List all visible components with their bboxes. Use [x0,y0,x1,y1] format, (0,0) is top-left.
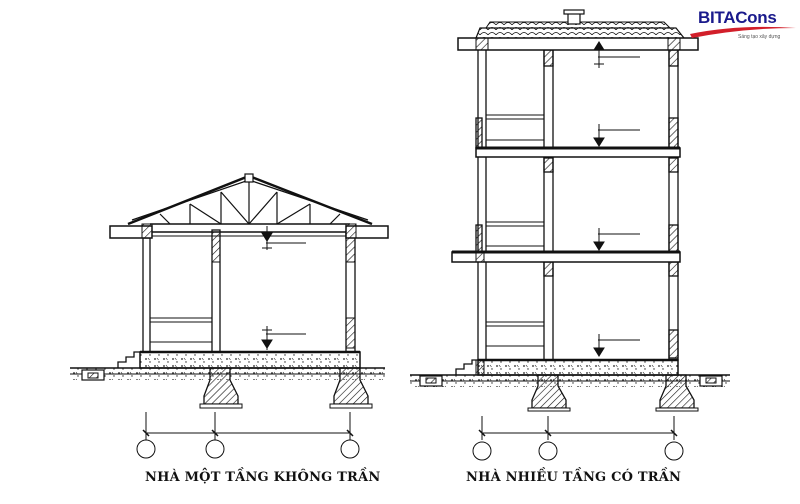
logo-wordmark-part1: BITA [698,8,736,27]
footing-right-a [527,374,571,412]
footing-left-a [199,367,243,409]
floor-slabs-right [451,146,681,263]
caption-multi-storey: NHÀ NHIỀU TẦNG CÓ TRẦN [466,470,682,485]
eaves-left [109,223,389,239]
floor-slab-left [117,350,361,369]
brand-logo: BITACons Sáng tạo xây dựng [688,4,798,50]
logo-wordmark-part2: Cons [735,8,777,27]
single-storey-section [70,173,389,459]
columns-right [475,47,679,361]
grid-axes-left [136,412,360,459]
level-marks-left [261,226,306,350]
multi-storey-section [410,9,730,461]
windows-right [486,114,544,347]
roof-right [457,9,699,51]
logo-tagline: Sáng tạo xây dựng [738,34,781,40]
floor-slab-right [455,358,679,376]
level-marks-right [593,41,640,357]
grid-axes-right [472,416,684,461]
walls-left [142,229,356,353]
caption-single-storey: NHÀ MỘT TẦNG KHÔNG TRẦN [145,470,381,485]
footing-left-b [329,367,373,409]
logo-swoosh-icon [690,26,796,38]
logo-wordmark: BITACons [698,8,777,28]
footing-right-b [655,374,699,412]
roof-truss [127,173,373,226]
